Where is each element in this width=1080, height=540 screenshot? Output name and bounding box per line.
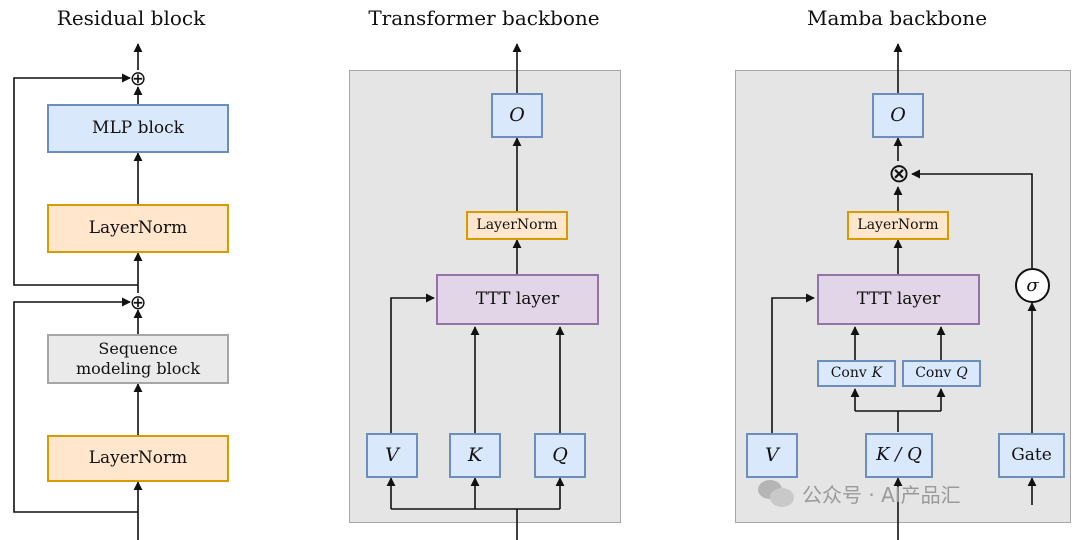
watermark-text: 公众号 · AI产品汇	[802, 482, 961, 507]
add-operator-lower: ⊕	[129, 290, 147, 314]
transformer-layernorm: LayerNorm	[466, 211, 568, 240]
skip-connection-upper	[13, 73, 138, 286]
mamba-v: V	[746, 433, 798, 478]
wechat-icon	[758, 478, 796, 508]
transformer-v: V	[366, 433, 418, 478]
sequence-modeling-block: Sequence modeling block	[47, 334, 229, 384]
conv-k-prefix: Conv	[830, 364, 867, 381]
mamba-v-to-ttt-arrow	[771, 293, 815, 433]
mamba-layernorm: LayerNorm	[847, 211, 949, 240]
transformer-output-o: O	[491, 93, 543, 138]
add-operator-upper: ⊕	[129, 66, 147, 90]
conv-q-variable: Q	[956, 364, 968, 381]
mamba-ttt-layer: TTT layer	[817, 274, 980, 325]
mamba-backbone-title: Mamba backbone	[806, 6, 988, 30]
transformer-backbone-title: Transformer backbone	[368, 6, 600, 30]
sequence-label-line2: modeling block	[75, 359, 201, 378]
conv-q-prefix: Conv	[915, 364, 952, 381]
mlp-block: MLP block	[47, 104, 229, 153]
mamba-output-o: O	[872, 93, 924, 138]
sigma-to-multiply-arrow	[911, 169, 1033, 268]
conv-k-variable: K	[871, 364, 883, 381]
sequence-label-line1: Sequence	[98, 339, 178, 358]
sigma-activation: σ	[1015, 268, 1050, 303]
multiply-operator: ⊗	[888, 159, 910, 189]
v-to-ttt-arrow	[390, 293, 435, 433]
residual-block-title: Residual block	[56, 6, 206, 30]
layernorm-top: LayerNorm	[47, 204, 229, 253]
transformer-q: Q	[534, 433, 586, 478]
transformer-ttt-layer: TTT layer	[436, 274, 599, 325]
transformer-k: K	[449, 433, 501, 478]
skip-connection-lower	[13, 297, 138, 513]
mamba-kq: K / Q	[865, 433, 933, 478]
mamba-gate: Gate	[998, 433, 1065, 478]
watermark: 公众号 · AI产品汇	[758, 478, 961, 508]
layernorm-bottom: LayerNorm	[47, 435, 229, 482]
